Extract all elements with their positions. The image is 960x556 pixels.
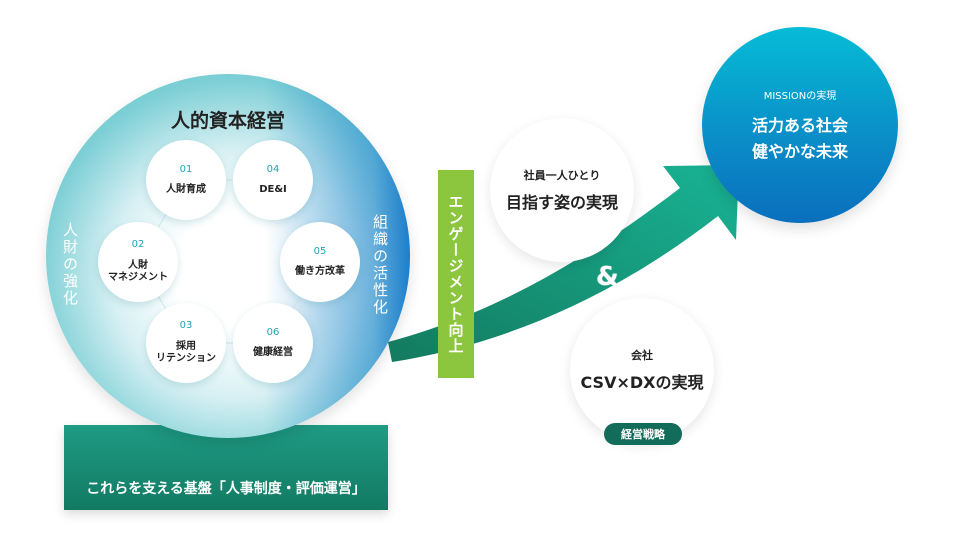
employee-circle: 社員一人ひとり 目指す姿の実現 [490,118,634,262]
employee-main: 目指す姿の実現 [505,193,618,212]
engagement-label: エンゲージメント向上 [438,170,474,378]
arrow-shape [388,165,739,362]
company-main: CSV×DXの実現 [580,373,704,392]
mission-line1: 活力ある社会 [751,116,848,135]
company-sub: 会社 [631,349,653,362]
mission-circle: MISSIONの実現 活力ある社会 健やかな未来 [702,27,898,223]
company-circle: 会社 CSV×DXの実現 [570,298,714,442]
mission-sub: MISSIONの実現 [763,91,837,102]
mission-line2: 健やかな未来 [751,142,848,161]
diagram-title: 人的資本経営 [170,110,285,132]
left-vertical-label: 人財の強化 [61,222,79,307]
foundation-label: これらを支える基盤「人事制度・評価運営」 [86,481,366,497]
right-vertical-label: 組織の活性化 [371,214,389,316]
ampersand: & [596,262,619,292]
employee-sub: 社員一人ひとり [523,169,601,182]
foundation-banner [64,425,388,510]
management-strategy-badge: 経営戦略 [604,423,682,445]
